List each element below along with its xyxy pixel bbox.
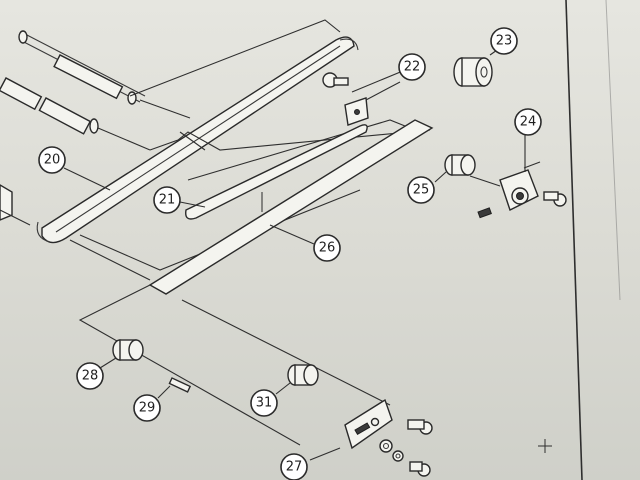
svg-text:22: 22: [404, 60, 421, 75]
shaft-upper: [18, 30, 191, 119]
callout-20: 20: [38, 146, 66, 174]
shaft-lower: [0, 77, 151, 151]
page-border: [565, 0, 583, 480]
svg-text:21: 21: [159, 193, 176, 208]
svg-text:24: 24: [520, 115, 537, 130]
callout-28: 28: [76, 362, 104, 390]
callout-27: 27: [280, 453, 308, 480]
callout-24: 24: [514, 108, 542, 136]
callout-25: 25: [407, 176, 435, 204]
callout-21: 21: [153, 186, 181, 214]
bracket-22: [322, 67, 411, 126]
roller-28: [99, 339, 144, 369]
roller-31: [275, 364, 319, 395]
callout-22: 22: [398, 53, 426, 81]
svg-text:20: 20: [44, 153, 61, 168]
bushing-23: [453, 47, 501, 87]
registration-mark: [538, 439, 552, 453]
callout-23: 23: [490, 27, 518, 55]
left-edge-bracket: [0, 184, 31, 226]
frame-outline: [69, 19, 431, 281]
pin-29: [157, 377, 192, 399]
svg-text:29: 29: [139, 401, 156, 416]
callout-29: 29: [133, 394, 161, 422]
svg-text:31: 31: [256, 396, 273, 411]
svg-text:28: 28: [82, 369, 99, 384]
bracket-27: [309, 398, 433, 477]
lower-frame: [78, 284, 391, 446]
long-plate: [148, 119, 434, 295]
flange-24: [469, 132, 567, 219]
callout-26: 26: [313, 234, 341, 262]
svg-text:27: 27: [286, 460, 303, 475]
roller-25: [434, 154, 476, 183]
callout-31: 31: [250, 389, 278, 417]
svg-text:23: 23: [496, 34, 513, 49]
svg-text:25: 25: [413, 183, 430, 198]
slot-plate: [185, 124, 368, 220]
belt: [36, 36, 359, 244]
svg-text:26: 26: [319, 241, 336, 256]
